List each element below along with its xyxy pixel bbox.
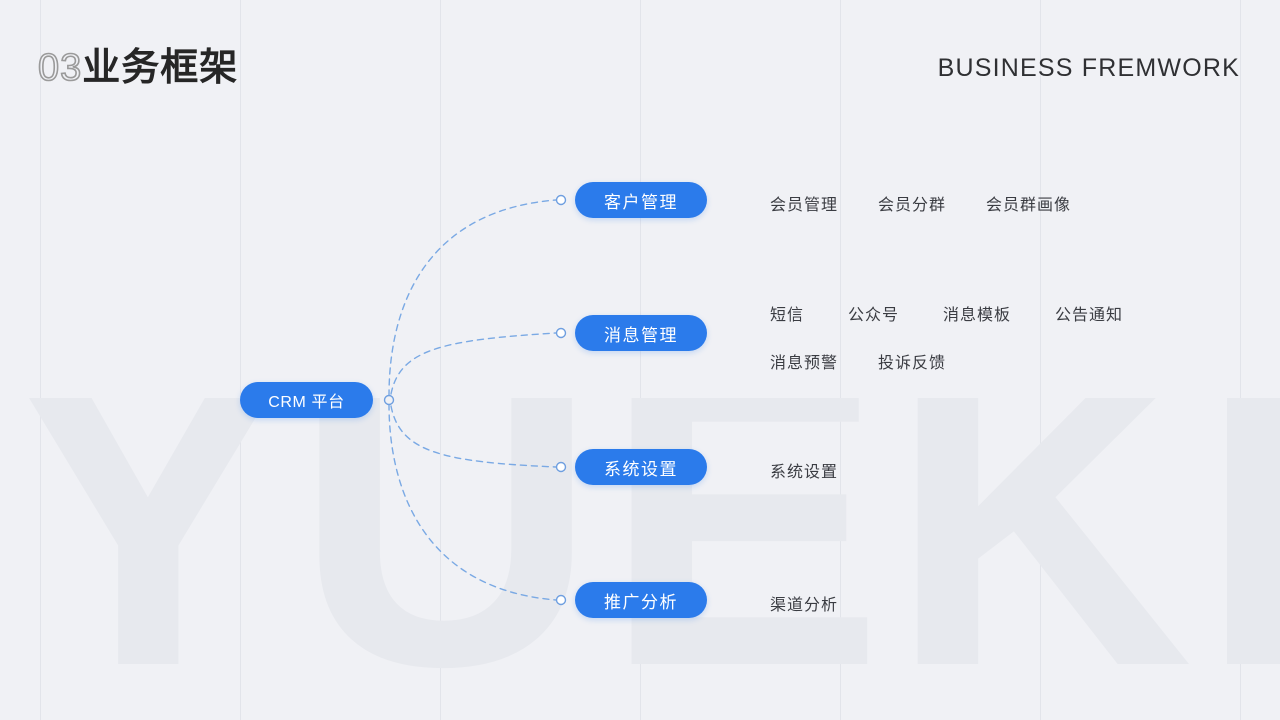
connector-node-4 <box>555 594 567 606</box>
connector-node-2 <box>555 327 567 339</box>
leaf-item[interactable]: 会员管理 <box>770 197 839 214</box>
leaf-row-customer-management: 会员管理 会员分群 会员群画像 <box>770 191 1071 215</box>
connector-node-1 <box>555 194 567 206</box>
leaf-row-promotion-analysis: 渠道分析 <box>770 591 838 615</box>
node-crm-platform[interactable]: CRM 平台 <box>240 382 373 418</box>
leaf-item[interactable]: 渠道分析 <box>770 597 839 614</box>
connector-node-root <box>383 394 395 406</box>
leaf-item[interactable]: 消息模板 <box>943 307 1012 324</box>
leaf-item[interactable]: 公告通知 <box>1055 307 1124 324</box>
page-subtitle: BUSINESS FREMWORK <box>937 54 1240 82</box>
leaf-item[interactable]: 短信 <box>770 307 805 324</box>
connector-path-4 <box>388 403 557 601</box>
connector-path-1 <box>388 199 557 397</box>
connector-path-2 <box>390 332 557 395</box>
node-message-management-label: 消息管理 <box>604 325 678 345</box>
node-message-management[interactable]: 消息管理 <box>575 315 707 351</box>
node-customer-management-label: 客户管理 <box>604 192 678 212</box>
leaf-item[interactable]: 公众号 <box>848 307 900 324</box>
leaf-item[interactable]: 会员分群 <box>878 197 947 214</box>
leaf-row-message-management-line1: 短信 公众号 消息模板 公告通知 <box>770 301 1123 325</box>
page-title: 03业务框架 <box>37 44 239 92</box>
leaf-item[interactable]: 系统设置 <box>770 464 839 481</box>
connector-node-3 <box>555 461 567 473</box>
page-title-text: 业务框架 <box>82 47 239 89</box>
leaf-row-message-management-line2: 消息预警 投诉反馈 <box>770 349 946 373</box>
node-promotion-analysis[interactable]: 推广分析 <box>575 582 707 618</box>
page-title-number: 03 <box>37 46 83 90</box>
leaf-row-system-settings: 系统设置 <box>770 458 838 482</box>
connector-path-3 <box>390 405 557 468</box>
node-promotion-analysis-label: 推广分析 <box>604 592 678 612</box>
node-system-settings[interactable]: 系统设置 <box>575 449 707 485</box>
leaf-item[interactable]: 消息预警 <box>770 355 839 372</box>
node-customer-management[interactable]: 客户管理 <box>575 182 707 218</box>
node-system-settings-label: 系统设置 <box>604 459 678 479</box>
node-crm-platform-label: CRM 平台 <box>268 394 345 411</box>
leaf-item[interactable]: 会员群画像 <box>986 197 1072 214</box>
leaf-item[interactable]: 投诉反馈 <box>878 355 947 372</box>
